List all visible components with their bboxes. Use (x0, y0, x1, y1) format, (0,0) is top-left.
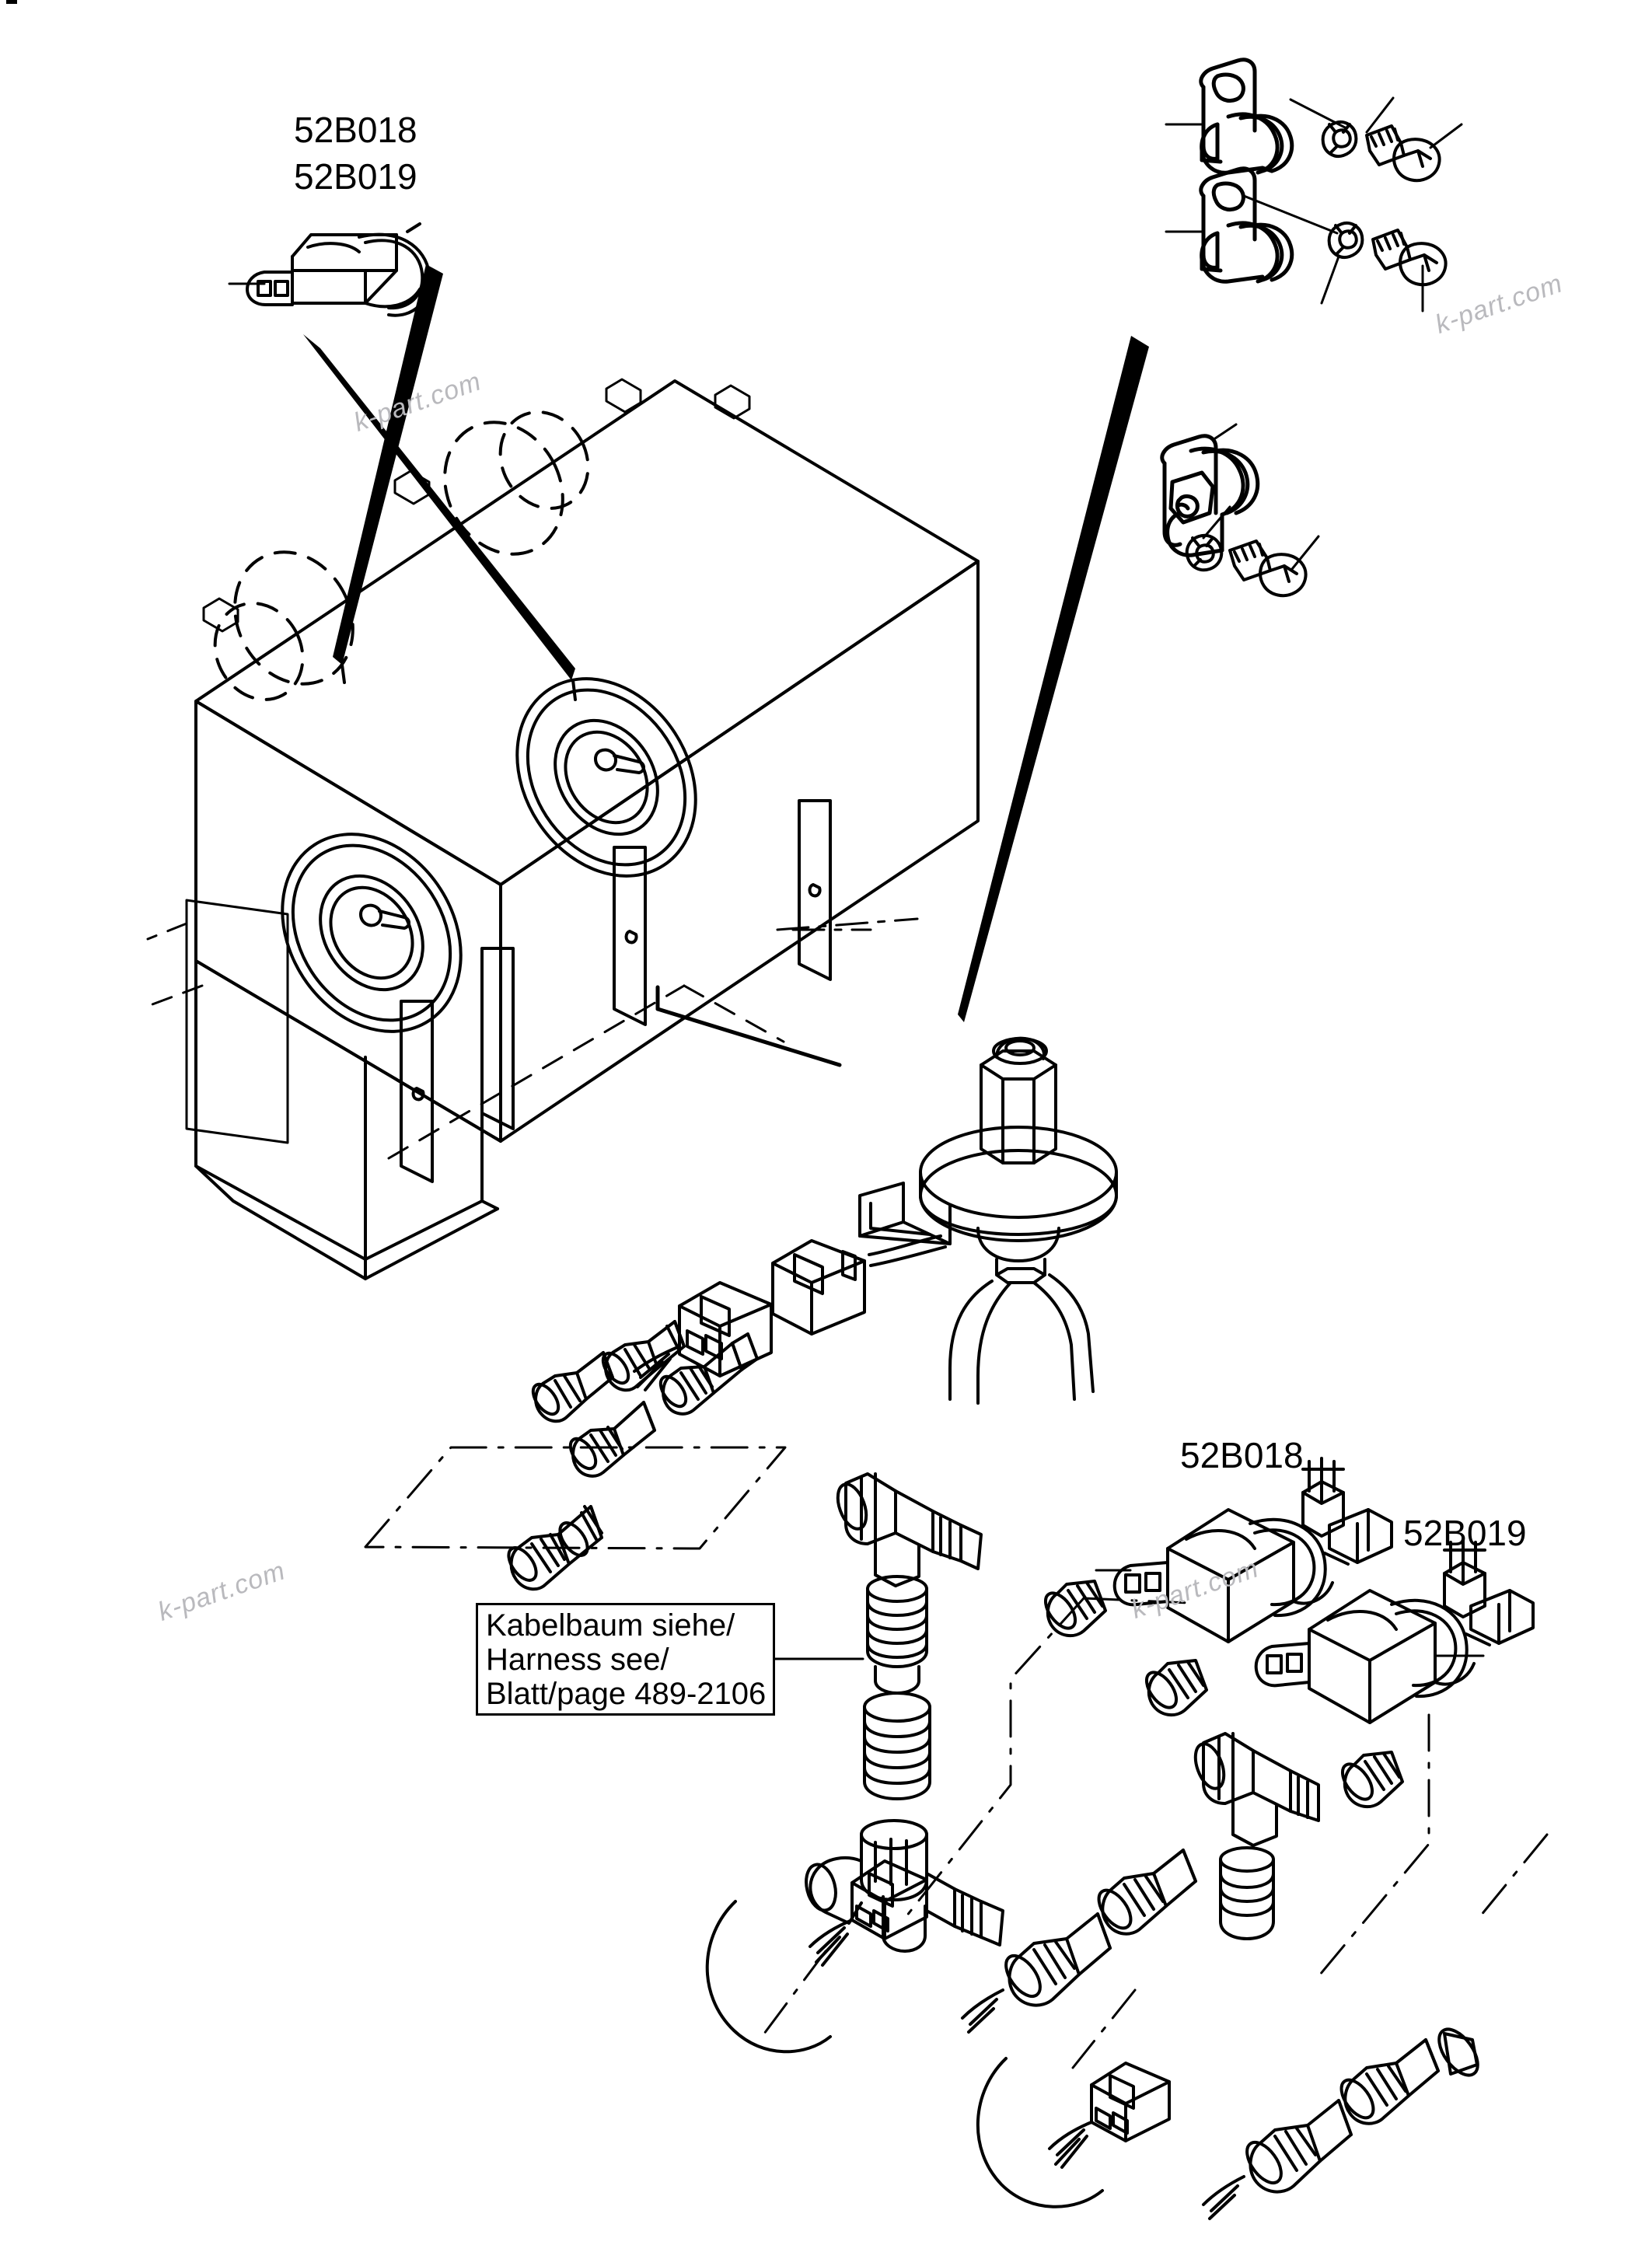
housing-to-valve-leader (655, 985, 842, 1067)
harness-fitting-E (1202, 2099, 1353, 2220)
clamp3-leader-lines (1202, 423, 1320, 571)
assembly-path-dashdot-bottom (760, 1833, 1549, 2069)
hex-bolt-3 (1228, 539, 1308, 598)
harness-reference-box: Kabelbaum siehe/ Harness see/ Blatt/page… (476, 1603, 775, 1716)
corner-registration-mark (6, 0, 17, 4)
upper-fitting-pair-1 (531, 1351, 614, 1423)
pressure-switch-part-52B019-bottom (1254, 1538, 1535, 1724)
harness-fitting-B (961, 1912, 1112, 2034)
assembly-path-dashdot-left (364, 1446, 787, 1550)
pressure-switch-part-52B018-bottom (1095, 1457, 1393, 1643)
access-port-right (515, 677, 697, 878)
solenoid-valve-assembly (858, 1036, 1118, 1405)
valve-connector-male (771, 1239, 866, 1335)
hydraulic-tee-right (1193, 1732, 1320, 1847)
part-label-52B018-bottom: 52B018 (1180, 1435, 1304, 1475)
leader-wedge-52B019-top (303, 334, 575, 680)
harness-fitting-C (1097, 1849, 1197, 1936)
harness-note-line-2: Harness see/ (486, 1643, 669, 1677)
threaded-nut-c (1340, 1751, 1404, 1809)
tank-housing-main (146, 379, 980, 1280)
threaded-nut-a (1043, 1580, 1107, 1638)
threaded-spool-upper (866, 1575, 928, 1695)
hex-bolt-1 (1365, 124, 1441, 183)
leader-wedge-52B018-top (333, 264, 443, 665)
hydraulic-tee-upper (836, 1472, 983, 1587)
lock-washer-1 (1321, 120, 1358, 158)
part-label-52B019-top: 52B019 (294, 156, 417, 197)
lock-washer-3 (1185, 533, 1224, 572)
upper-fitting-pair-2 (601, 1320, 686, 1392)
hex-bolt-2 (1371, 229, 1448, 287)
leader-wedge-right (958, 336, 1149, 1022)
hydraulic-tee-lower (805, 1819, 1004, 1953)
threaded-fitting-pair-1 (568, 1401, 656, 1478)
harness-note-line-1: Kabelbaum siehe/ (486, 1608, 735, 1643)
cable-clamp-assembly-2 (1199, 166, 1294, 284)
threaded-fitting-pair-2 (658, 1332, 759, 1416)
lock-washer-2 (1327, 222, 1364, 259)
cable-clamp-assembly-3 (1160, 434, 1260, 557)
leg-centerlines (776, 917, 919, 931)
pressure-switch-part-52B018-top (228, 222, 431, 317)
cable-clamp-assembly-1 (1199, 58, 1294, 175)
harness-note-line-3: Blatt/page 489-2106 (486, 1677, 767, 1711)
clamp2-leader-lines (1165, 194, 1424, 312)
threaded-fitting-pair-3 (507, 1505, 603, 1591)
access-port-left (281, 833, 463, 1033)
harness-connector-A (809, 1859, 928, 1967)
clamp1-leader-lines (1165, 96, 1463, 149)
harness-connector-D (1048, 2062, 1171, 2169)
threaded-nut-b (1144, 1659, 1208, 1717)
threaded-spool-right (1219, 1846, 1275, 1940)
threaded-spool-lower (863, 1692, 931, 1800)
part-label-52B018-top: 52B018 (294, 110, 417, 150)
harness-loop-curves (705, 1900, 1104, 2208)
harness-fitting-F (1339, 2027, 1479, 2125)
part-label-52B019-bottom: 52B019 (1403, 1513, 1527, 1553)
housing-mounting-tabs (202, 378, 751, 633)
assembly-path-dashdot-right (902, 1597, 1430, 1976)
hidden-port-outlines (213, 410, 590, 701)
housing-support-legs (400, 799, 832, 1183)
